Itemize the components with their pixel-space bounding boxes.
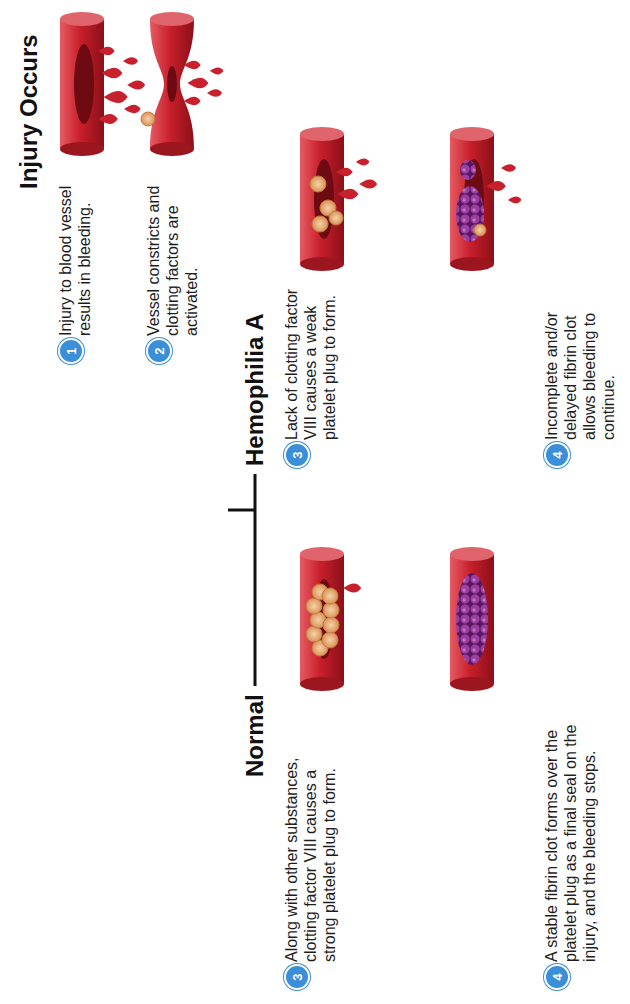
platelet	[323, 617, 339, 633]
blood-drop	[210, 68, 224, 75]
callout-number: 3	[284, 964, 310, 990]
callout-number: 1	[58, 338, 84, 364]
blood-drop	[184, 97, 201, 105]
vessel-wound	[74, 44, 94, 124]
blood-drop	[337, 189, 358, 200]
blood-drop	[336, 168, 353, 176]
blood-drop	[343, 583, 361, 592]
platelet	[322, 588, 338, 604]
blood-drop	[124, 105, 141, 113]
fibrin-clot	[456, 573, 488, 665]
blood-drop	[98, 47, 115, 55]
blood-drop	[359, 179, 377, 188]
blood-drop	[187, 78, 208, 89]
vessel-tube	[300, 547, 344, 691]
callout-number-text: 2	[152, 347, 167, 354]
vessel-weak-plug	[300, 127, 377, 271]
step-text: A stable fibrin clot forms over the plat…	[542, 700, 599, 962]
blood-drop	[501, 164, 516, 172]
vessel-wound	[167, 66, 177, 102]
branch-heading: Hemophilia A	[240, 312, 270, 468]
vessel-bleeding	[60, 12, 145, 156]
step-text: Vessel constricts and clotting factors a…	[144, 161, 201, 336]
blood-drop	[508, 197, 522, 204]
callout-number-text: 3	[290, 451, 305, 458]
vessel-constricted	[141, 12, 223, 156]
callout-number-text: 1	[64, 347, 79, 354]
callout-number: 2	[146, 338, 172, 364]
platelet	[312, 216, 328, 232]
blood-drop	[101, 68, 122, 79]
platelet	[306, 626, 322, 642]
vessel-stable-clot	[450, 547, 494, 691]
section-title: Injury Occurs	[14, 34, 44, 189]
callout-number-text: 4	[550, 973, 565, 980]
vessel-incomplete-clot	[450, 127, 521, 271]
branch-heading: Normal	[240, 692, 270, 779]
callout-number: 4	[544, 964, 570, 990]
platelet	[329, 211, 343, 225]
blood-drop	[184, 61, 201, 69]
step-text: Injury to blood vessel results in bleedi…	[56, 161, 94, 336]
platelet	[310, 176, 326, 192]
vessel-tube	[150, 19, 194, 149]
callout-number: 4	[544, 442, 570, 468]
blood-drop	[486, 181, 506, 191]
step-text: Along with other substances, clotting fa…	[282, 722, 339, 962]
vessel-tube	[450, 547, 494, 691]
vessel-end	[150, 12, 194, 26]
platelet	[474, 224, 486, 236]
blood-drop	[104, 91, 128, 103]
vessel-tube	[300, 127, 344, 271]
fibrin-clot	[460, 160, 476, 180]
callout-number: 3	[284, 442, 310, 468]
platelet	[322, 632, 338, 648]
step-text: Lack of clotting factor VIII causes a we…	[282, 285, 339, 440]
bracket-tick	[228, 509, 255, 512]
blood-drop	[356, 159, 370, 166]
blood-drop	[123, 57, 138, 65]
blood-drop	[127, 80, 145, 89]
vessel-tube	[450, 127, 494, 271]
vessel-end	[150, 142, 194, 156]
blood-drop	[207, 89, 222, 97]
blood-drop	[98, 114, 118, 124]
step-text: Incomplete and/or delayed fibrin clot al…	[542, 280, 618, 440]
vessel-tube	[60, 12, 104, 156]
platelet	[141, 112, 155, 126]
callout-number-text: 4	[550, 451, 565, 458]
callout-number-text: 3	[290, 973, 305, 980]
vessel-strong-plug	[300, 547, 361, 691]
bracket-line	[254, 474, 257, 686]
